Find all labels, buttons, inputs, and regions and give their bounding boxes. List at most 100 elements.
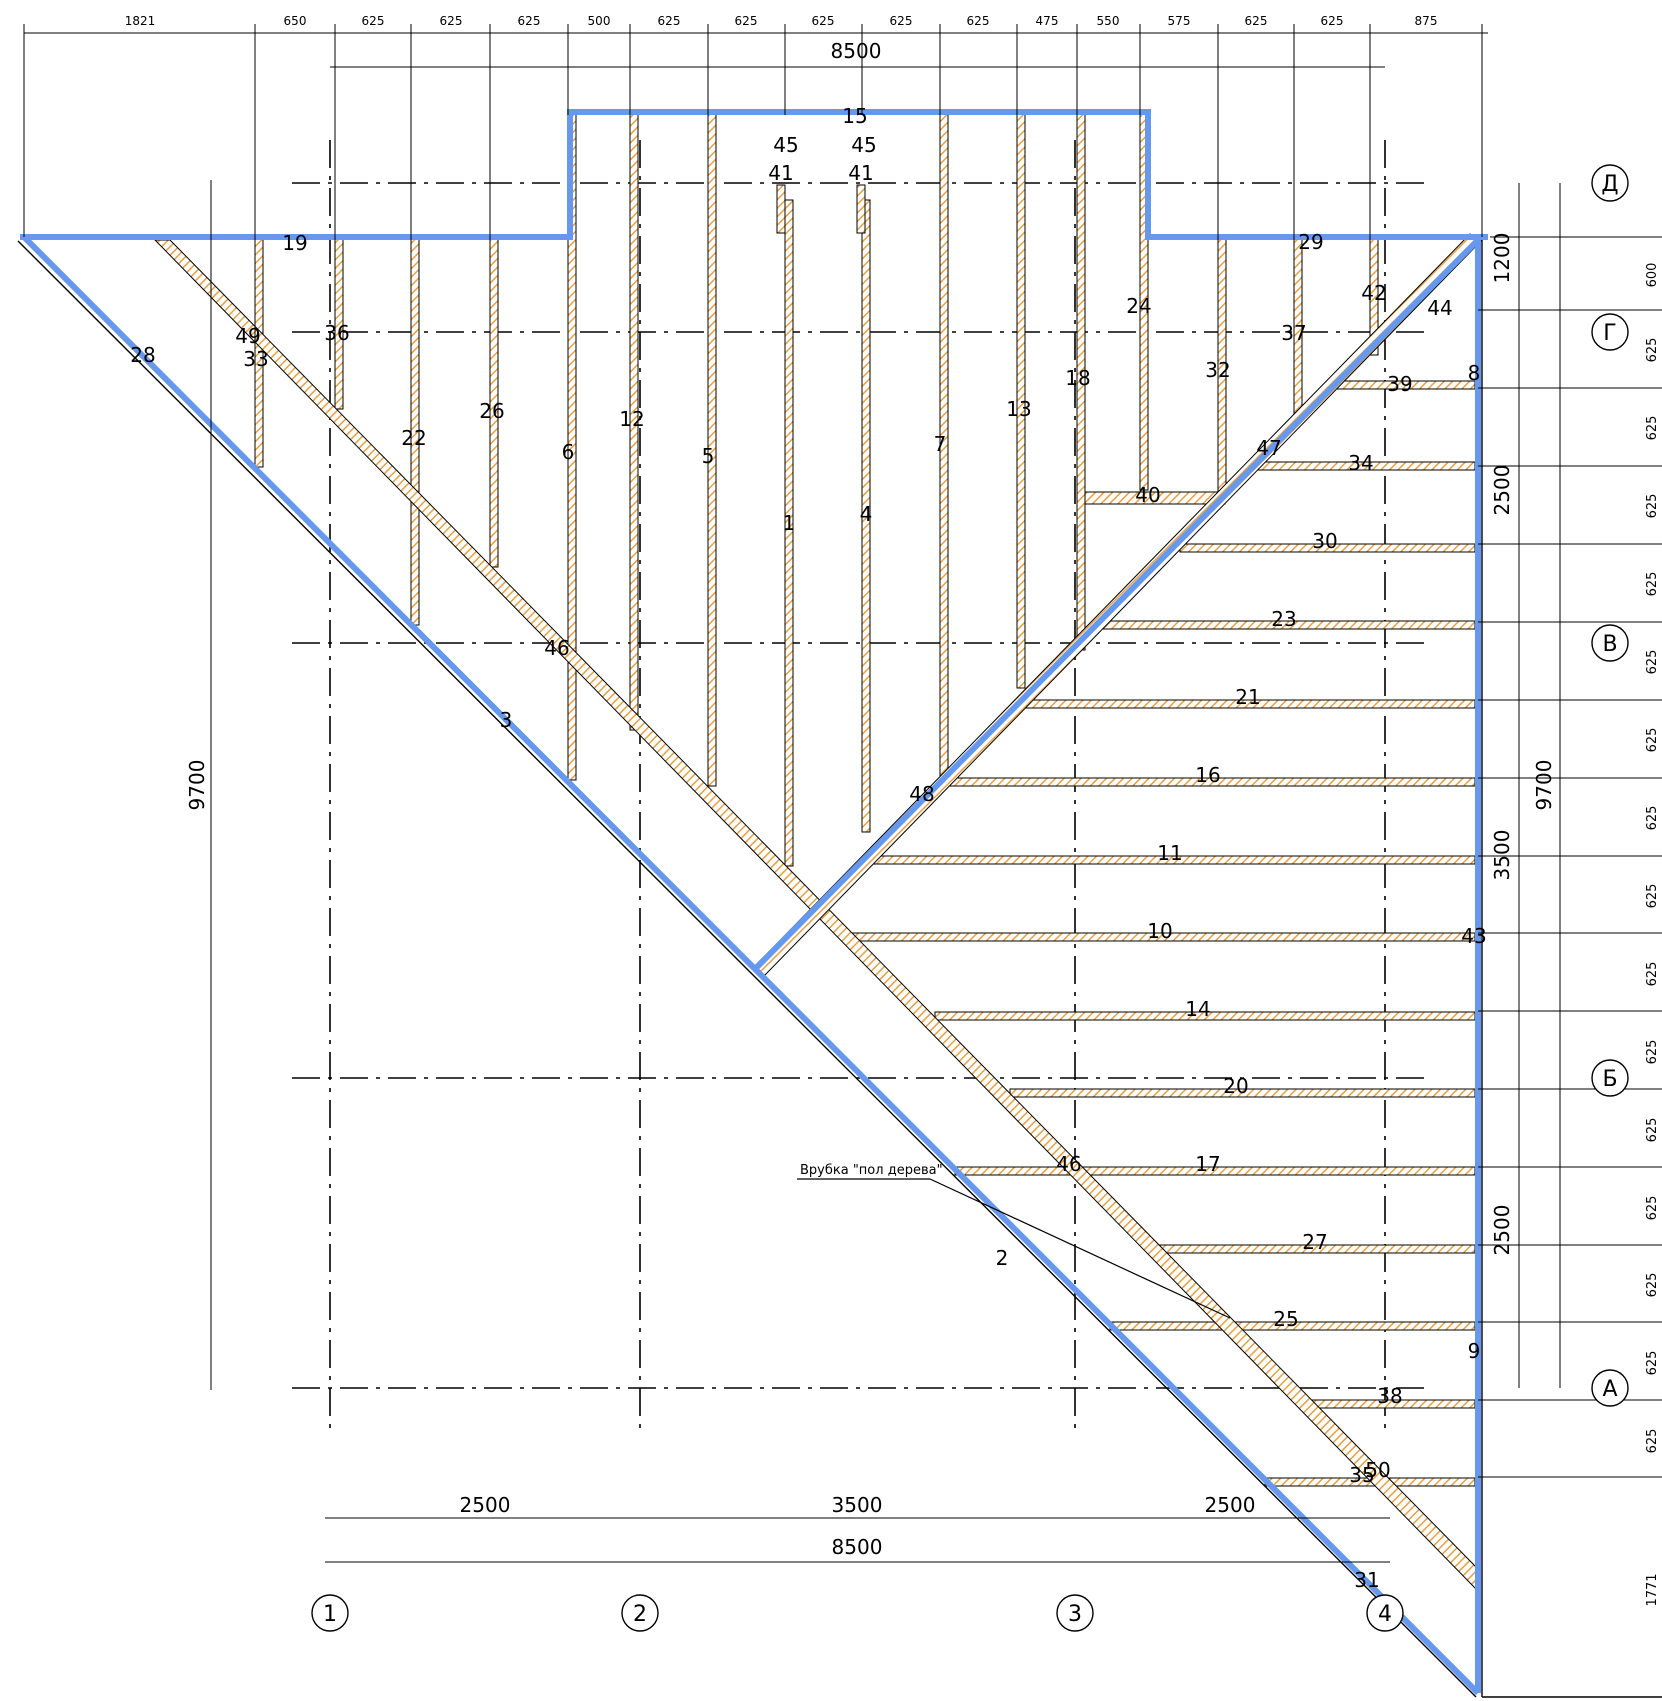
member-label-36: 36 [324, 321, 349, 345]
right-group-dims: 1200 2500 3500 2500 9700 [1490, 233, 1556, 1256]
top-dim-5: 625 [518, 14, 541, 28]
member-label-47: 47 [1256, 436, 1281, 460]
right-total-dim: 9700 [1532, 760, 1556, 811]
member-label-22: 22 [401, 426, 426, 450]
top-dim-12: 475 [1036, 14, 1059, 28]
top-dim-1: 1821 [125, 14, 156, 28]
axis-col-2: 2 [633, 1602, 647, 1627]
member-label-32: 32 [1205, 358, 1230, 382]
vertical-rafters [254, 113, 1379, 867]
member-label-44: 44 [1427, 296, 1452, 320]
note-leader [797, 1178, 1231, 1319]
member-label-13: 13 [1006, 397, 1031, 421]
right-dim-12: 625 [1645, 1118, 1660, 1143]
right-dim-4: 625 [1645, 494, 1660, 519]
right-dimension-chain [1478, 183, 1662, 1478]
member-label-2: 2 [996, 1246, 1009, 1270]
column-axis-markers: 1 2 3 4 [311, 1594, 1404, 1632]
member-label-33: 33 [243, 347, 268, 371]
member-label-7: 7 [934, 432, 947, 456]
right-dim-7: 625 [1645, 728, 1660, 753]
axis-row-v: В [1602, 632, 1617, 657]
member-label-41a: 41 [768, 161, 793, 185]
member-label-6: 6 [562, 440, 575, 464]
member-label-1: 1 [783, 511, 796, 535]
top-dim-14: 575 [1168, 14, 1191, 28]
right-dim-2: 625 [1645, 338, 1660, 363]
member-label-38: 38 [1377, 1384, 1402, 1408]
member-label-41b: 41 [848, 161, 873, 185]
bottom-dim-3: 2500 [1205, 1493, 1256, 1517]
member-label-9: 9 [1468, 1339, 1481, 1363]
member-label-19: 19 [282, 231, 307, 255]
member-label-30: 30 [1312, 529, 1337, 553]
member-label-21: 21 [1235, 685, 1260, 709]
right-dim-labels: 600 625 625 625 625 625 625 625 625 625 … [1645, 263, 1660, 1607]
right-group-dim-4: 2500 [1490, 1205, 1514, 1256]
member-label-31: 31 [1354, 1568, 1379, 1592]
member-label-5: 5 [702, 444, 715, 468]
bottom-dim-labels: 2500 3500 2500 8500 [460, 1493, 1256, 1559]
member-label-20: 20 [1223, 1074, 1248, 1098]
walls [20, 109, 1488, 1696]
top-total-dim: 8500 [831, 39, 882, 63]
axis-col-1: 1 [323, 1602, 337, 1627]
top-dim-13: 550 [1097, 14, 1120, 28]
member-label-49: 49 [235, 324, 260, 348]
member-label-39: 39 [1387, 372, 1412, 396]
right-dim-15: 625 [1645, 1351, 1660, 1376]
top-dim-2: 650 [284, 14, 307, 28]
right-dim-8: 625 [1645, 806, 1660, 831]
member-label-42: 42 [1361, 281, 1386, 305]
member-label-28: 28 [130, 343, 155, 367]
member-label-45b: 45 [851, 133, 876, 157]
member-label-16: 16 [1195, 763, 1220, 787]
axis-col-4: 4 [1378, 1602, 1392, 1627]
top-dim-4: 625 [440, 14, 463, 28]
member-label-12: 12 [619, 407, 644, 431]
member-label-24: 24 [1126, 294, 1151, 318]
top-dim-10: 625 [890, 14, 913, 28]
left-total-dim: 9700 [185, 760, 209, 811]
top-dim-16: 625 [1321, 14, 1344, 28]
right-group-dim-2: 2500 [1490, 465, 1514, 516]
right-dim-3: 625 [1645, 416, 1660, 441]
right-dim-13: 625 [1645, 1196, 1660, 1221]
member-label-40: 40 [1135, 483, 1160, 507]
bottom-dim-1: 2500 [460, 1493, 511, 1517]
right-dim-16: 625 [1645, 1429, 1660, 1454]
top-dim-7: 625 [658, 14, 681, 28]
right-dim-6: 625 [1645, 650, 1660, 675]
member-label-3: 3 [500, 708, 513, 732]
top-dim-3: 625 [362, 14, 385, 28]
bottom-dim-2: 3500 [832, 1493, 883, 1517]
right-dim-1: 600 [1645, 263, 1660, 288]
right-dim-9: 625 [1645, 884, 1660, 909]
outline [17, 240, 1662, 1698]
bottom-dimension-chain [325, 1517, 1390, 1563]
top-dim-17: 875 [1415, 14, 1438, 28]
axis-row-g: Г [1603, 321, 1616, 346]
top-dim-8: 625 [735, 14, 758, 28]
member-label-11: 11 [1157, 841, 1182, 865]
member-label-15: 15 [842, 104, 867, 128]
member-label-46b: 46 [1056, 1152, 1081, 1176]
member-label-8: 8 [1468, 361, 1481, 385]
axis-row-b: Б [1602, 1067, 1617, 1092]
axis-col-3: 3 [1068, 1602, 1082, 1627]
top-dim-15: 625 [1245, 14, 1268, 28]
right-group-dim-3: 3500 [1490, 830, 1514, 881]
top-dim-11: 625 [967, 14, 990, 28]
member-label-48: 48 [909, 782, 934, 806]
member-label-25: 25 [1273, 1307, 1298, 1331]
right-dim-17: 1771 [1645, 1573, 1660, 1606]
axis-row-d: Д [1601, 172, 1618, 197]
note-text: Врубка "пол дерева" [800, 1163, 943, 1178]
member-label-10: 10 [1147, 919, 1172, 943]
member-label-43: 43 [1461, 924, 1486, 948]
row-axis-markers: Д Г В Б А [1591, 164, 1629, 1407]
member-label-26: 26 [479, 399, 504, 423]
member-label-35: 35 [1349, 1463, 1374, 1487]
right-group-dim-1: 1200 [1490, 233, 1514, 284]
